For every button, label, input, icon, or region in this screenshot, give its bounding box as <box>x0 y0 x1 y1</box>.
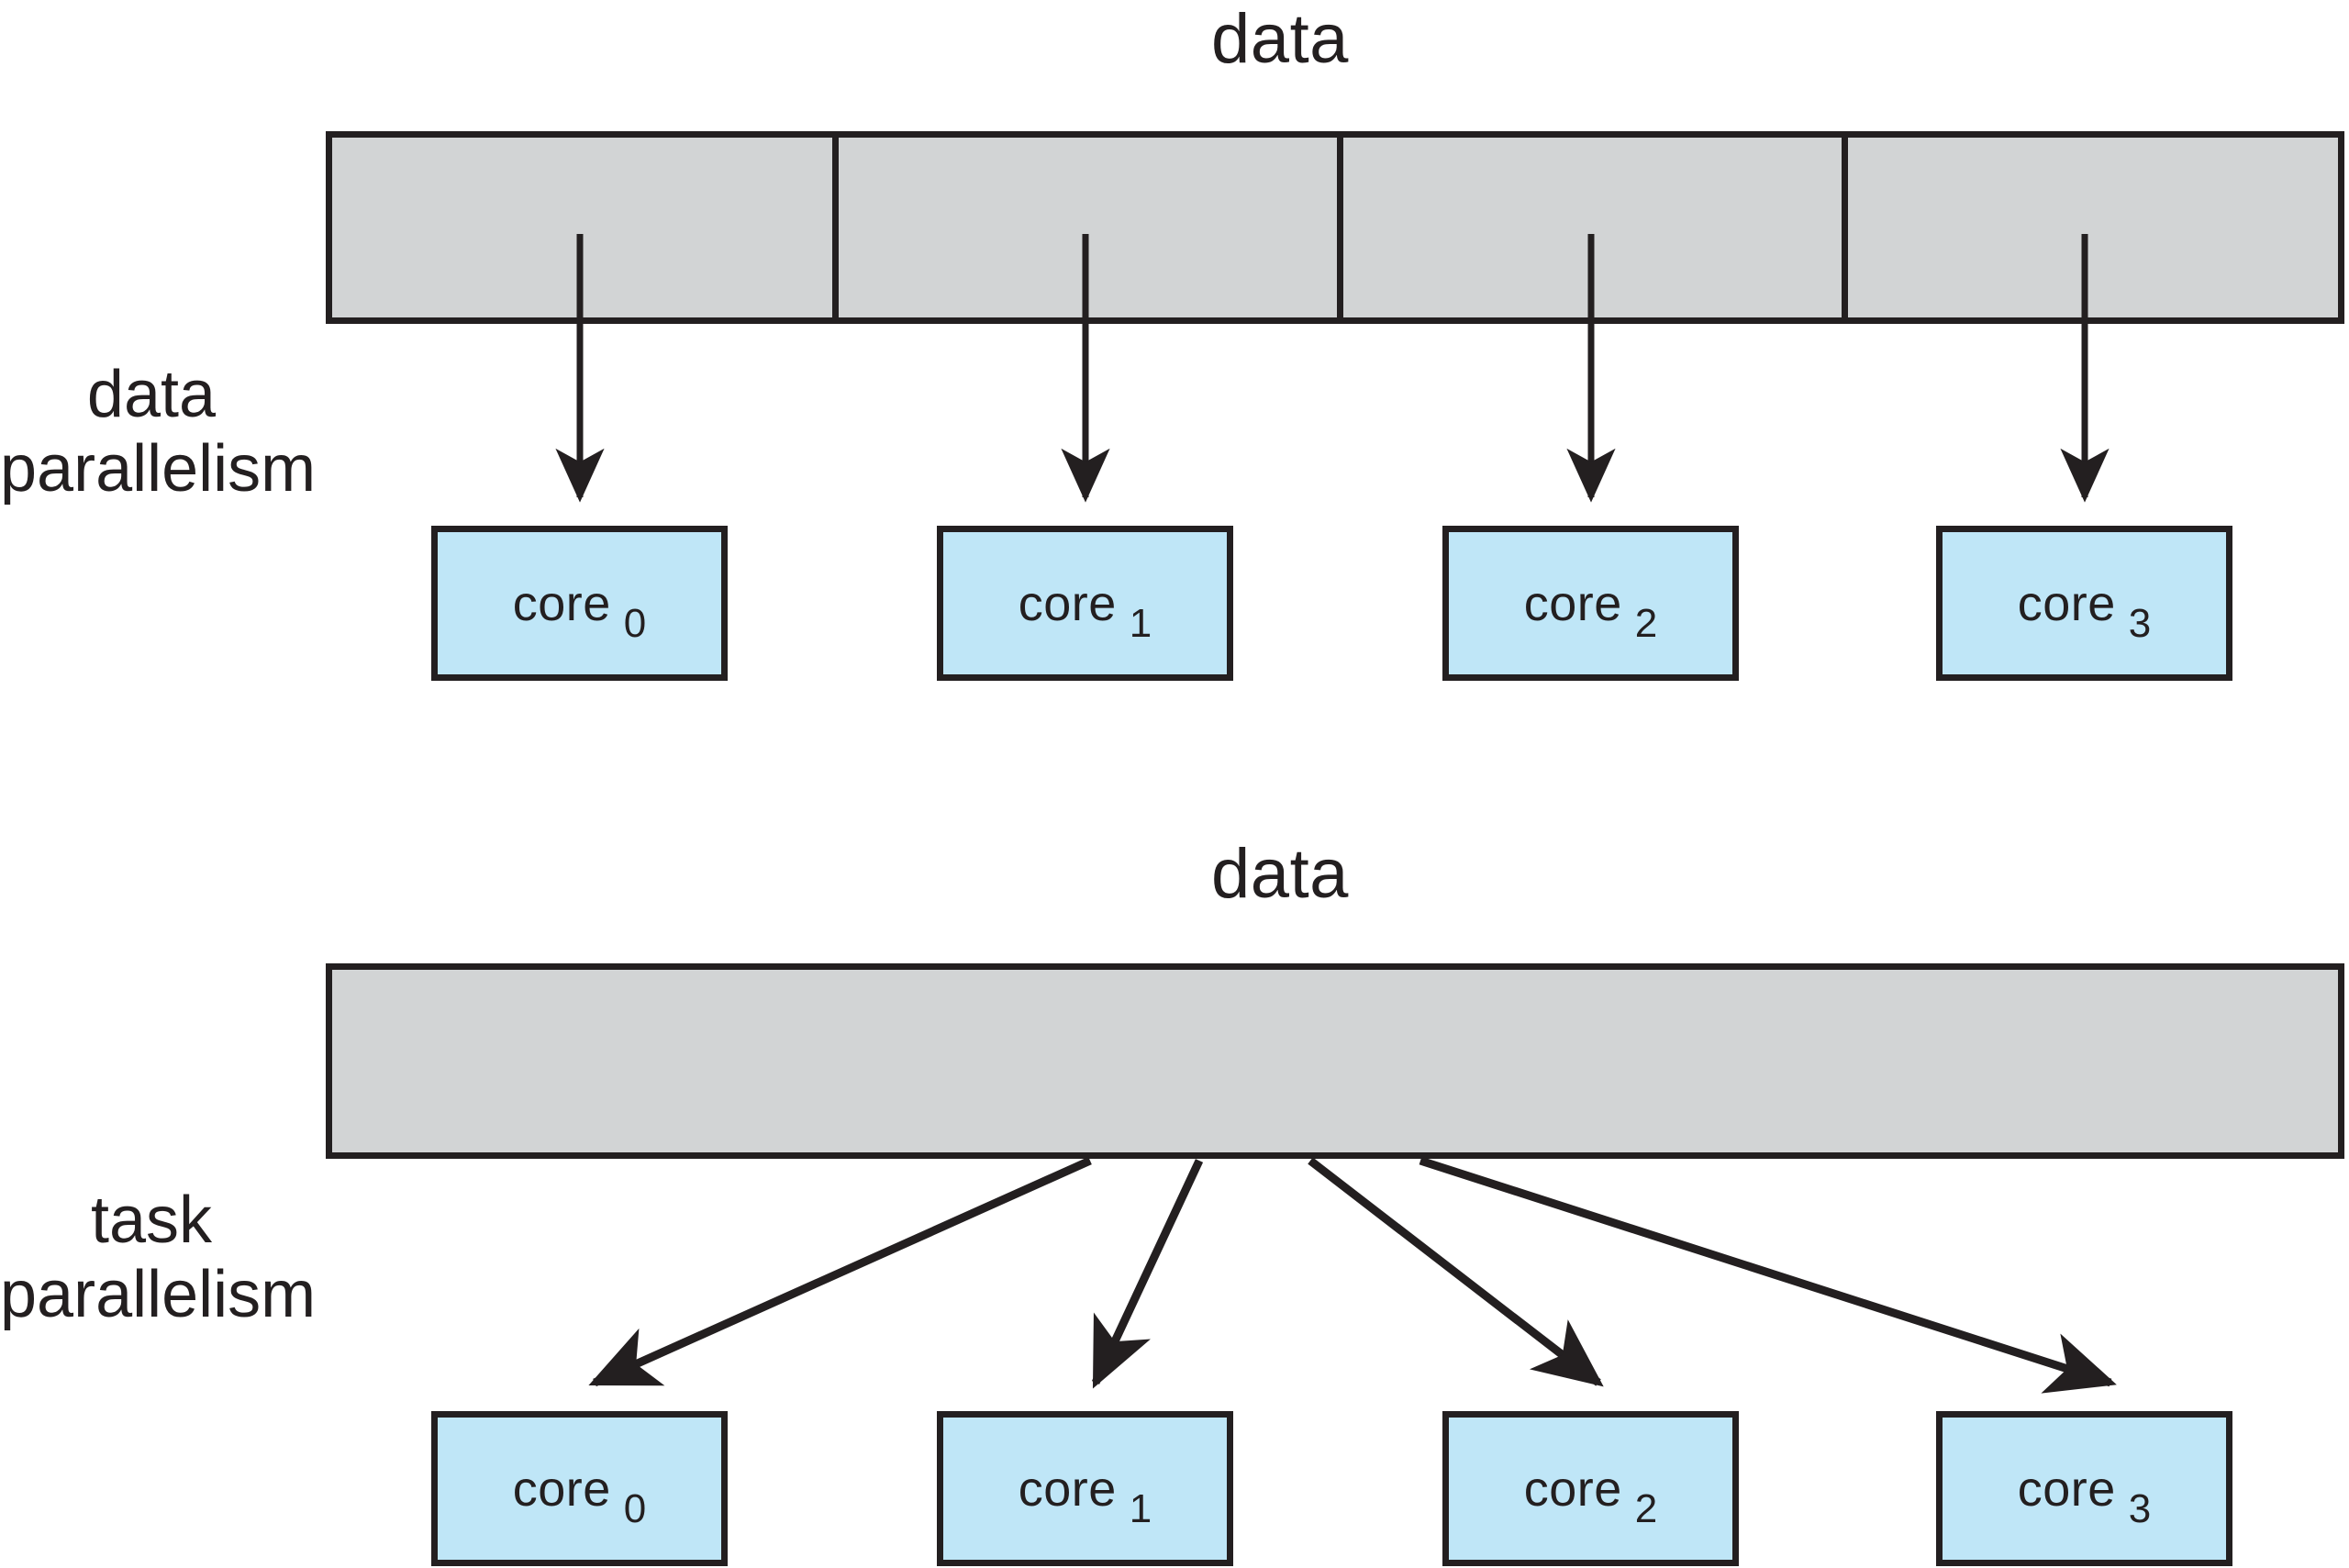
core-word-bottom-0: core <box>512 1461 611 1517</box>
side-label-line-1: data <box>86 358 217 431</box>
arrow-fan-3 <box>1419 1156 2117 1394</box>
core-index-top-3: 3 <box>2128 600 2152 646</box>
core-label-top-0: core 0 <box>512 575 647 644</box>
core-word-bottom-3: core <box>2017 1461 2116 1517</box>
core-word-bottom-1: core <box>1018 1461 1117 1517</box>
arrow-fan-2 <box>1308 1157 1604 1387</box>
data-bar-segmented <box>326 131 2344 324</box>
core-index-bottom-0: 0 <box>623 1485 647 1531</box>
core-label-top-2: core 2 <box>1523 575 1658 644</box>
core-box-top-2[interactable]: core 2 <box>1442 526 1739 681</box>
arrow-fan-0 <box>588 1156 1092 1387</box>
data-title-bottom: data <box>1211 835 1349 913</box>
arrow-fan-1 <box>1091 1159 1204 1389</box>
core-index-top-0: 0 <box>623 600 647 646</box>
core-label-bottom-2: core 2 <box>1523 1461 1658 1529</box>
core-label-top-1: core 1 <box>1018 575 1152 644</box>
core-word-top-2: core <box>1523 575 1622 631</box>
bar-divider-3 <box>1842 138 1848 317</box>
core-word-bottom-2: core <box>1523 1461 1622 1517</box>
core-box-top-0[interactable]: core 0 <box>431 526 728 681</box>
side-label-line-2: parallelism <box>0 1257 317 1331</box>
side-label-task-parallelism: task parallelism <box>0 1184 317 1331</box>
core-box-top-1[interactable]: core 1 <box>937 526 1233 681</box>
core-index-bottom-3: 3 <box>2128 1485 2152 1531</box>
core-word-top-1: core <box>1018 575 1117 631</box>
core-box-bottom-2[interactable]: core 2 <box>1442 1411 1739 1566</box>
bar-divider-1 <box>832 138 839 317</box>
core-box-top-3[interactable]: core 3 <box>1936 526 2232 681</box>
core-box-bottom-1[interactable]: core 1 <box>937 1411 1233 1566</box>
core-word-top-3: core <box>2017 575 2116 631</box>
core-label-bottom-1: core 1 <box>1018 1461 1152 1529</box>
core-index-bottom-2: 2 <box>1634 1485 1658 1531</box>
core-box-bottom-3[interactable]: core 3 <box>1936 1411 2232 1566</box>
side-label-line-1: task <box>90 1184 213 1257</box>
core-label-top-3: core 3 <box>2017 575 2152 644</box>
core-label-bottom-0: core 0 <box>512 1461 647 1529</box>
data-title-top: data <box>1211 0 1349 78</box>
bar-divider-2 <box>1337 138 1343 317</box>
core-index-top-1: 1 <box>1129 600 1152 646</box>
data-bar-single <box>326 963 2344 1159</box>
side-label-data-parallelism: data parallelism <box>0 358 317 506</box>
core-index-top-2: 2 <box>1634 600 1658 646</box>
core-word-top-0: core <box>512 575 611 631</box>
side-label-line-2: parallelism <box>0 431 317 506</box>
core-index-bottom-1: 1 <box>1129 1485 1152 1531</box>
core-box-bottom-0[interactable]: core 0 <box>431 1411 728 1566</box>
core-label-bottom-3: core 3 <box>2017 1461 2152 1529</box>
